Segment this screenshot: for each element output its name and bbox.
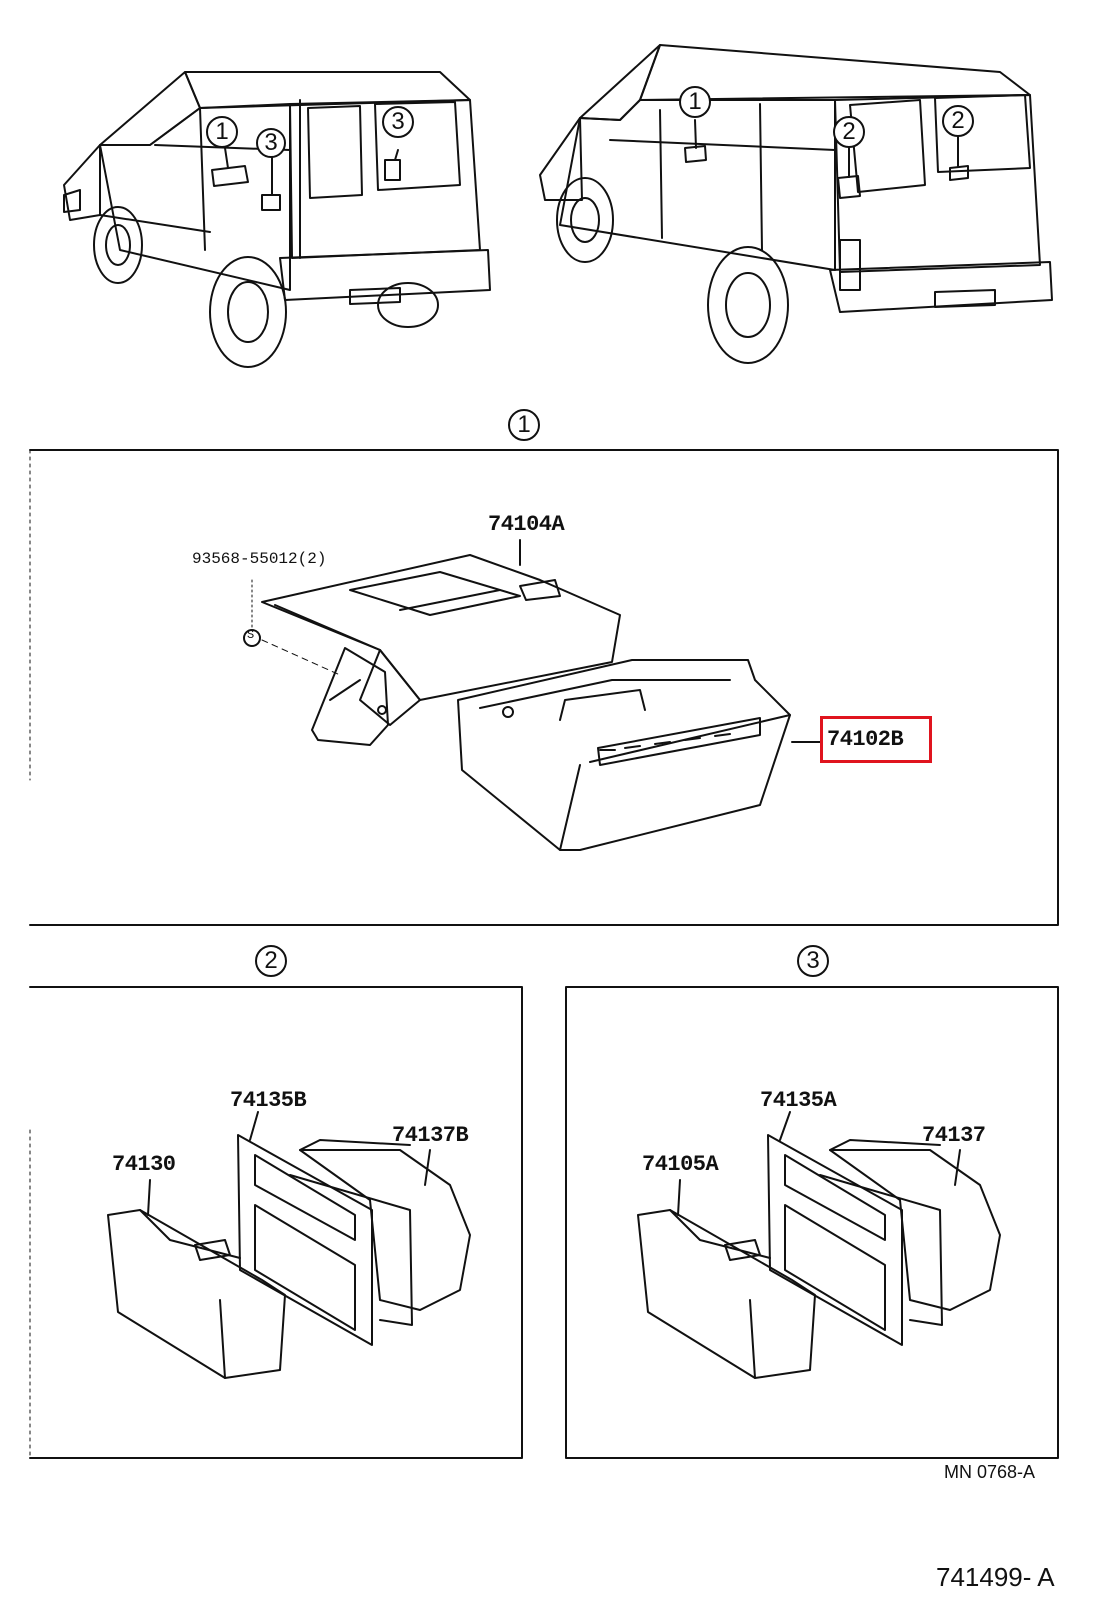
figure-code: 741499- A [936,1562,1055,1592]
panel-1-parts-illustration [243,539,823,851]
callout-right-2a[interactable]: 2 [833,116,865,148]
panel-3-frame [565,986,1059,1459]
part-label-74104A[interactable]: 74104A [488,512,565,537]
part-label-74135A[interactable]: 74135A [760,1088,837,1113]
vehicle-4-door-illustration [539,44,1053,364]
part-label-93568-55012[interactable]: 93568-55012(2) [192,550,327,568]
panel-2-frame [29,986,523,1459]
highlight-box [820,716,932,763]
part-label-74105A[interactable]: 74105A [642,1152,719,1177]
callout-right-1[interactable]: 1 [679,86,711,118]
callout-left-1[interactable]: 1 [206,116,238,148]
vehicle-2-door-illustration [63,71,491,368]
sheet-code: MN 0768-A [944,1462,1036,1482]
part-label-74137B[interactable]: 74137B [392,1123,469,1148]
panel-1-callout[interactable]: 1 [508,409,540,441]
callout-left-3a[interactable]: 3 [256,128,286,158]
callout-left-3b[interactable]: 3 [382,106,414,138]
panel-3-parts-illustration [637,1111,1001,1379]
callout-right-2b[interactable]: 2 [942,105,974,137]
panel-2-callout[interactable]: 2 [255,945,287,977]
panel-3-callout[interactable]: 3 [797,945,829,977]
panel-2-parts-illustration [107,1111,471,1379]
panel-1-frame [29,449,1059,926]
part-label-74130[interactable]: 74130 [112,1152,176,1177]
part-label-74137[interactable]: 74137 [922,1123,986,1148]
part-label-74102B[interactable]: 74102B [827,727,904,752]
part-label-74135B[interactable]: 74135B [230,1088,307,1113]
screw-symbol-label: S [247,628,255,642]
